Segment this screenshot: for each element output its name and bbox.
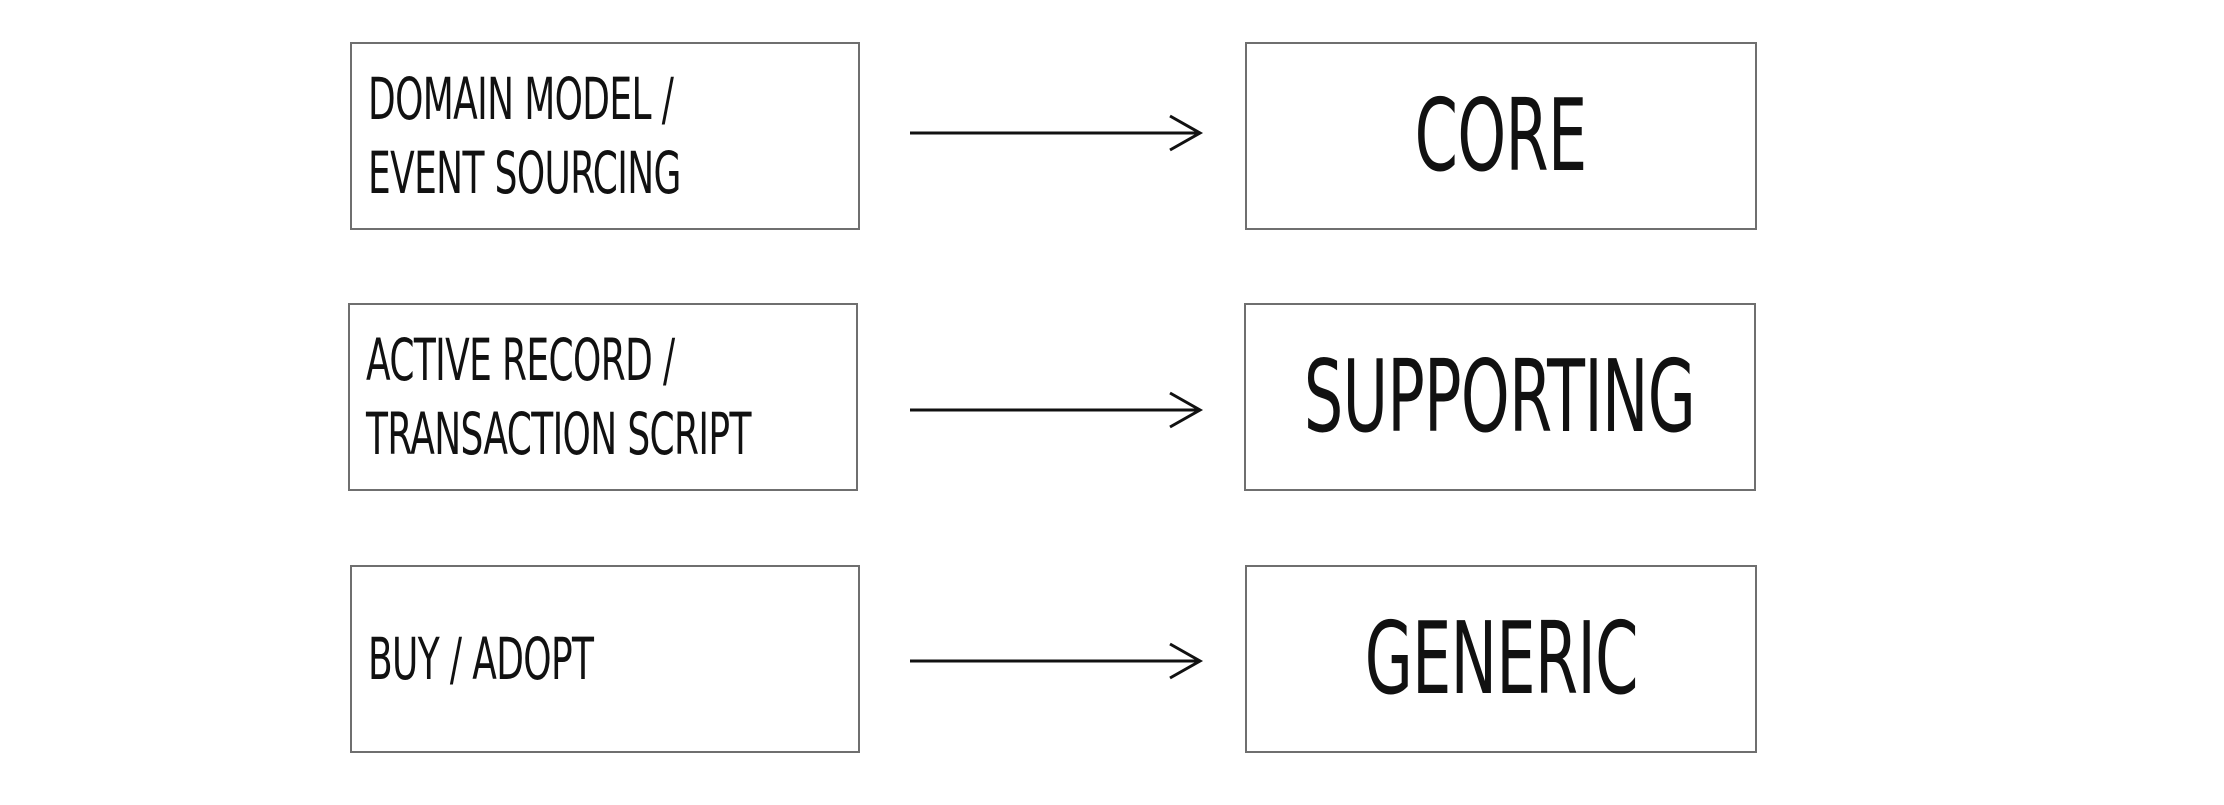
pattern-label-line: BUY / ADOPT <box>368 625 594 693</box>
subdomain-box-generic: GENERIC <box>1245 565 1757 753</box>
arrow-right-icon <box>910 391 1204 429</box>
subdomain-label: SUPPORTING <box>1304 338 1696 455</box>
pattern-box-active-record: ACTIVE RECORD / TRANSACTION SCRIPT <box>348 303 858 491</box>
pattern-box-domain-model: DOMAIN MODEL / EVENT SOURCING <box>350 42 860 230</box>
pattern-label-line: TRANSACTION SCRIPT <box>366 400 751 468</box>
subdomain-label: GENERIC <box>1364 600 1638 717</box>
arrow-right-icon <box>910 114 1204 152</box>
pattern-label-line: EVENT SOURCING <box>368 139 681 207</box>
pattern-box-buy-adopt: BUY / ADOPT <box>350 565 860 753</box>
pattern-label-line: ACTIVE RECORD / <box>366 326 675 394</box>
subdomain-box-supporting: SUPPORTING <box>1244 303 1756 491</box>
pattern-label-line: DOMAIN MODEL / <box>368 65 674 133</box>
arrow-right-icon <box>910 642 1204 680</box>
subdomain-label: CORE <box>1415 77 1587 194</box>
subdomain-box-core: CORE <box>1245 42 1757 230</box>
